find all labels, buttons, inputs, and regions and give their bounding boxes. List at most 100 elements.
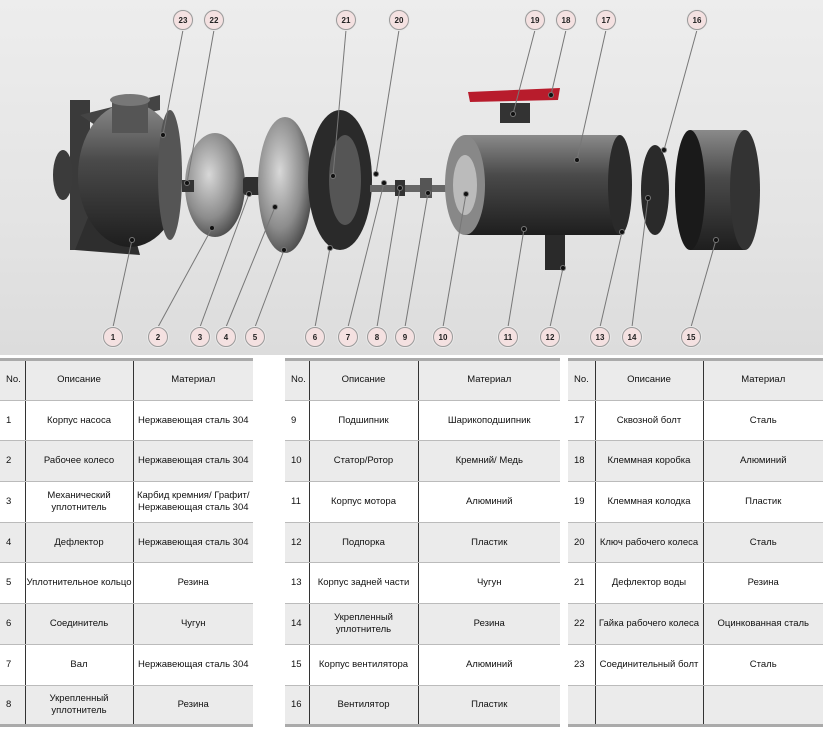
leader-dot-11 <box>521 226 527 232</box>
callout-19: 19 <box>525 10 545 30</box>
pump-body <box>53 94 182 255</box>
part-material: Нержавеющая сталь 304 <box>133 522 253 564</box>
callout-4: 4 <box>216 327 236 347</box>
part-description <box>595 685 704 727</box>
leader-dot-8 <box>397 185 403 191</box>
terminal-box <box>468 88 560 123</box>
part-description: Клеммная коробка <box>595 440 704 483</box>
leader-dot-12 <box>560 265 566 271</box>
part-number: 15 <box>285 644 310 686</box>
leader-dot-7 <box>381 180 387 186</box>
part-description: Корпус насоса <box>25 400 134 442</box>
leader-dot-22 <box>184 180 190 186</box>
part-number: 5 <box>0 562 26 605</box>
part-material: Нержавеющая сталь 304 <box>133 440 253 483</box>
leader-line-14 <box>631 197 649 328</box>
callout-13: 13 <box>590 327 610 347</box>
part-material: Кремний/ Медь <box>418 440 560 483</box>
callout-1: 1 <box>103 327 123 347</box>
callout-16: 16 <box>687 10 707 30</box>
leader-line-8 <box>376 187 401 328</box>
part-material: Пластик <box>418 522 560 564</box>
header-no: No. <box>568 359 596 401</box>
header-material: Материал <box>418 359 560 401</box>
leader-line-20 <box>375 29 400 175</box>
part-description: Вал <box>25 644 134 686</box>
part-material: Сталь <box>703 644 823 686</box>
part-material: Пластик <box>703 481 823 523</box>
leader-dot-9 <box>425 190 431 196</box>
part-number: 6 <box>0 603 26 645</box>
deflector <box>258 117 312 253</box>
leader-dot-14 <box>645 195 651 201</box>
callout-11: 11 <box>498 327 518 347</box>
leader-line-10 <box>442 193 467 328</box>
part-description: Сквозной болт <box>595 400 704 442</box>
part-number: 3 <box>0 481 26 523</box>
leader-dot-6 <box>327 245 333 251</box>
part-description: Дефлектор <box>25 522 134 564</box>
part-number: 2 <box>0 440 26 483</box>
part-description: Укрепленный уплотнитель <box>25 685 134 727</box>
leader-dot-18 <box>548 92 554 98</box>
leader-line-17 <box>576 29 607 161</box>
part-material: Резина <box>133 685 253 727</box>
part-material: Алюминий <box>418 644 560 686</box>
leader-dot-20 <box>373 171 379 177</box>
leader-dot-3 <box>246 191 252 197</box>
callout-14: 14 <box>622 327 642 347</box>
part-description: Подшипник <box>309 400 419 442</box>
part-description: Рабочее колесо <box>25 440 134 483</box>
part-number <box>568 685 596 727</box>
callout-5: 5 <box>245 327 265 347</box>
leader-lines <box>112 29 719 328</box>
leader-line-3 <box>199 193 250 328</box>
part-description: Подпорка <box>309 522 419 564</box>
part-material <box>703 685 823 727</box>
part-description: Соединитель <box>25 603 134 645</box>
callout-12: 12 <box>540 327 560 347</box>
part-number: 21 <box>568 562 596 605</box>
leader-dot-19 <box>510 111 516 117</box>
leader-line-16 <box>663 29 698 151</box>
leader-line-1 <box>112 239 133 328</box>
callout-10: 10 <box>433 327 453 347</box>
part-number: 22 <box>568 603 596 645</box>
leader-line-9 <box>404 192 429 328</box>
part-material: Алюминий <box>703 440 823 483</box>
leader-dot-16 <box>661 147 667 153</box>
connector <box>308 110 372 250</box>
part-material: Нержавеющая сталь 304 <box>133 400 253 442</box>
header-no: No. <box>285 359 310 401</box>
callout-21: 21 <box>336 10 356 30</box>
part-description: Корпус мотора <box>309 481 419 523</box>
leader-dot-13 <box>619 229 625 235</box>
part-number: 17 <box>568 400 596 442</box>
header-material: Материал <box>703 359 823 401</box>
leader-line-11 <box>507 228 525 328</box>
leader-dot-4 <box>272 204 278 210</box>
pump-parts-drawing <box>53 29 760 328</box>
part-material: Чугун <box>418 562 560 605</box>
leader-line-13 <box>599 231 623 328</box>
part-material: Карбид кремния/ Графит/ Нержавеющая стал… <box>133 481 253 523</box>
part-description: Клеммная колодка <box>595 481 704 523</box>
part-material: Резина <box>703 562 823 605</box>
part-number: 23 <box>568 644 596 686</box>
part-description: Вентилятор <box>309 685 419 727</box>
leader-line-2 <box>157 227 213 328</box>
